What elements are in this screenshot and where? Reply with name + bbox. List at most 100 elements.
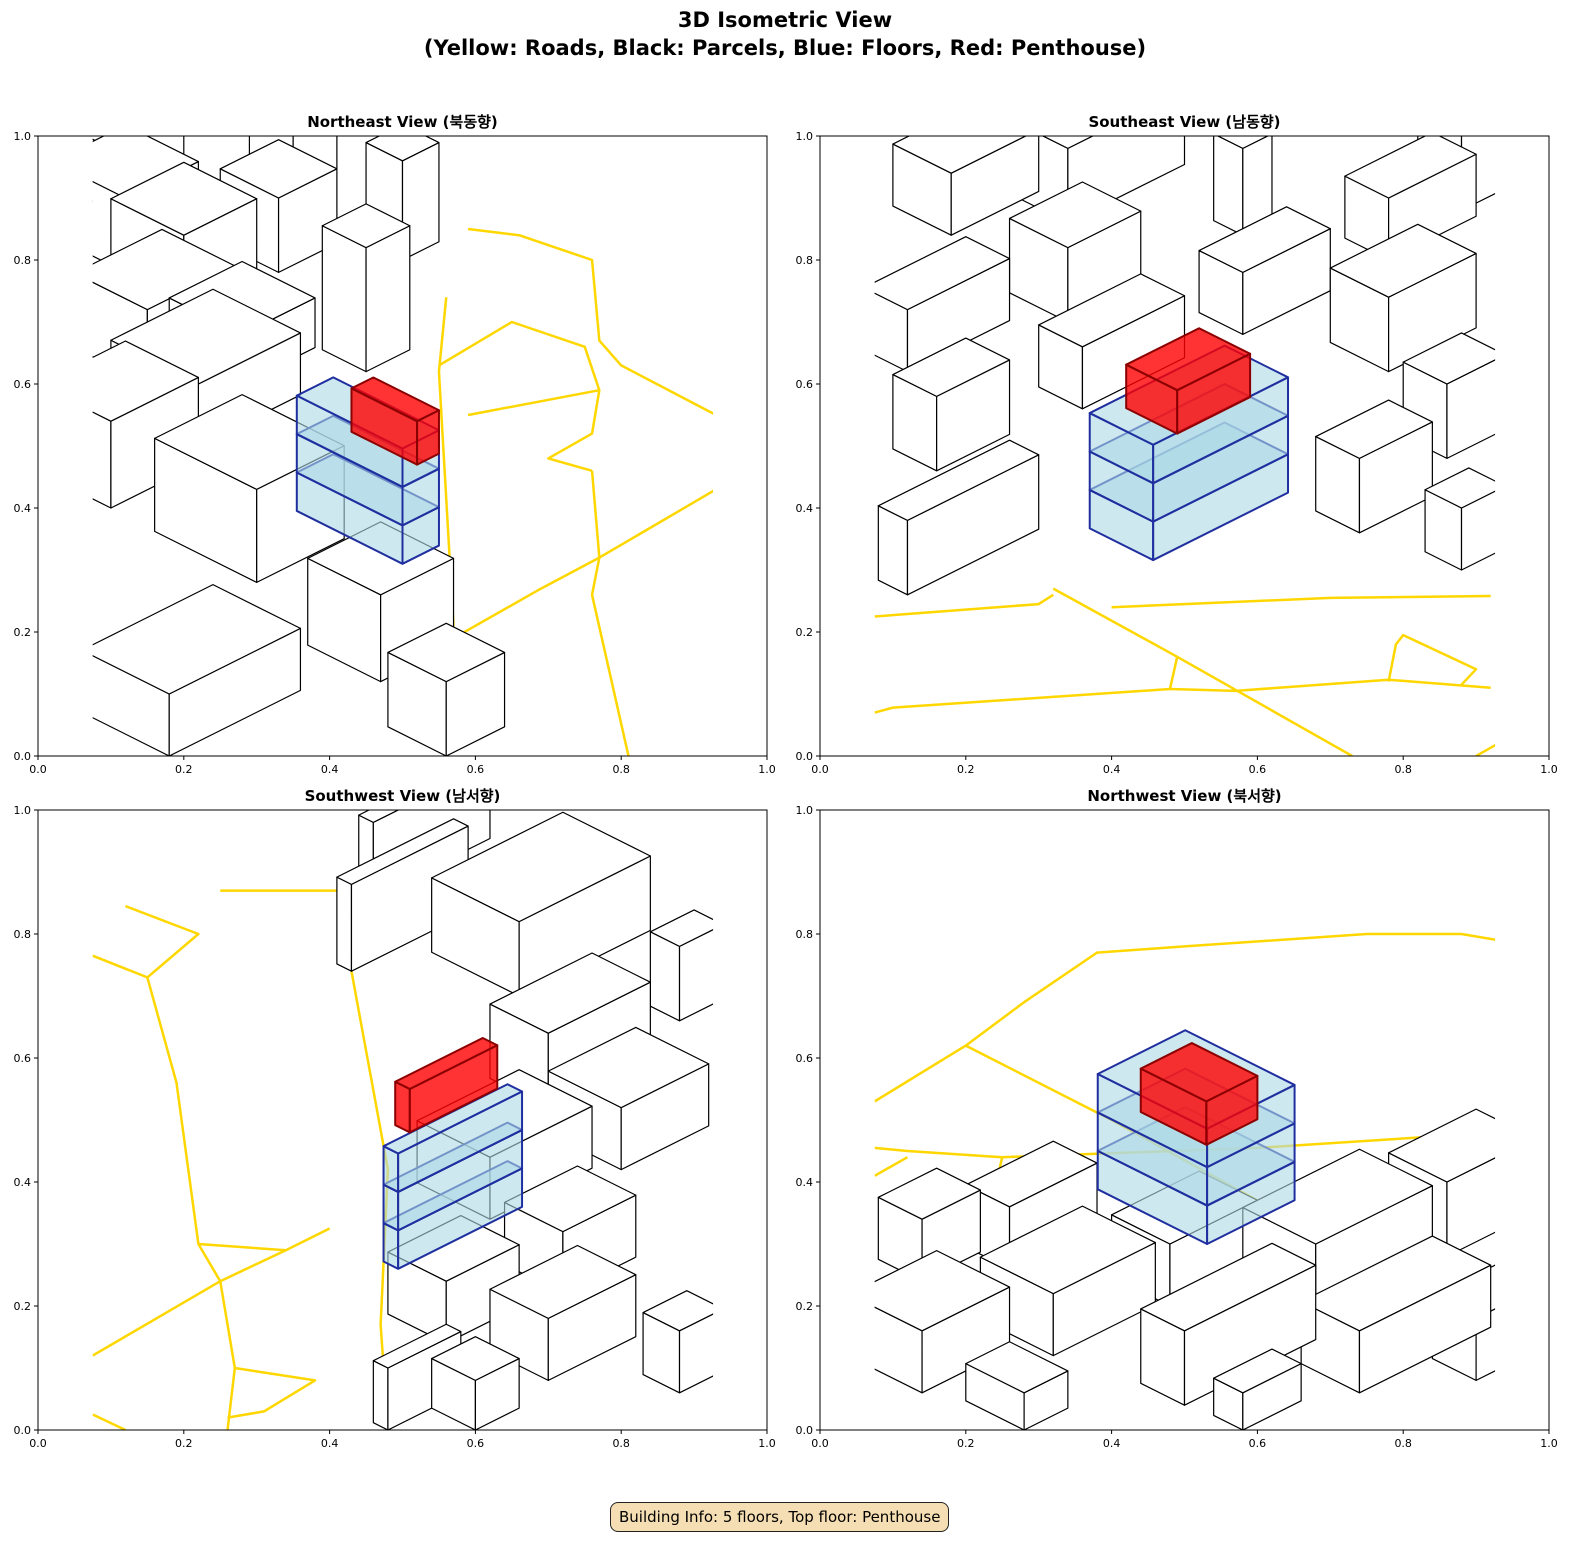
x-tick-label: 1.0 bbox=[1540, 763, 1558, 776]
parcel-building bbox=[92, 584, 302, 756]
x-tick-label: 0.8 bbox=[612, 763, 630, 776]
parcel-building bbox=[1402, 332, 1496, 459]
plot-area bbox=[92, 136, 714, 756]
x-tick-label: 0.2 bbox=[175, 763, 193, 776]
panel-title: Northeast View (북동향) bbox=[307, 113, 498, 131]
road-line bbox=[874, 678, 1491, 714]
y-tick-label: 1.0 bbox=[14, 130, 32, 143]
y-tick-label: 0.8 bbox=[796, 928, 814, 941]
x-tick-label: 0.0 bbox=[29, 763, 47, 776]
parcel-building bbox=[874, 1250, 1011, 1394]
y-tick-label: 0.4 bbox=[796, 502, 814, 515]
figure-title-line1: 3D Isometric View bbox=[678, 8, 892, 32]
parcel-building bbox=[1198, 206, 1331, 335]
parcel-building bbox=[1300, 1235, 1492, 1394]
parcel-building bbox=[387, 622, 506, 756]
y-tick-label: 0.6 bbox=[14, 378, 32, 391]
road-line bbox=[92, 954, 237, 1430]
x-tick-label: 0.0 bbox=[811, 1437, 829, 1450]
figure-title-line2: (Yellow: Roads, Black: Parcels, Blue: Fl… bbox=[424, 36, 1146, 60]
road-line bbox=[874, 932, 1496, 1103]
road-line bbox=[1111, 594, 1491, 609]
y-tick-label: 0.8 bbox=[14, 254, 32, 267]
road-line bbox=[467, 227, 714, 415]
y-tick-label: 0.2 bbox=[796, 626, 814, 639]
x-tick-label: 1.0 bbox=[758, 763, 776, 776]
x-tick-label: 0.4 bbox=[321, 1437, 339, 1450]
penthouse bbox=[1139, 1042, 1259, 1146]
parcel-building bbox=[336, 818, 469, 972]
road-line bbox=[467, 388, 600, 417]
northwest-view-panel: Northwest View (북서향) 0.0 0.2 0.4 0.6 0.8 1.0 0.… bbox=[796, 787, 1558, 1450]
x-tick-label: 0.6 bbox=[467, 1437, 485, 1450]
parcel-building bbox=[642, 1290, 714, 1394]
x-tick-label: 0.2 bbox=[957, 763, 975, 776]
panel-title: Northwest View (북서향) bbox=[1087, 787, 1281, 805]
y-tick-label: 0.2 bbox=[14, 626, 32, 639]
y-tick-label: 0.2 bbox=[796, 1300, 814, 1313]
parcel-building bbox=[1315, 399, 1433, 534]
plot-area bbox=[92, 810, 714, 1430]
building-floor bbox=[382, 1083, 524, 1193]
road-line bbox=[227, 1366, 317, 1419]
road-line bbox=[1475, 743, 1496, 756]
x-tick-label: 0.6 bbox=[1249, 763, 1267, 776]
y-tick-label: 0.4 bbox=[14, 1176, 32, 1189]
x-tick-label: 0.8 bbox=[1394, 1437, 1412, 1450]
x-tick-label: 0.2 bbox=[957, 1437, 975, 1450]
y-tick-label: 0.0 bbox=[796, 750, 814, 763]
road-line bbox=[92, 1227, 331, 1357]
axes-frame bbox=[37, 809, 768, 1431]
parcel-building bbox=[965, 1341, 1069, 1430]
y-tick-label: 0.6 bbox=[796, 378, 814, 391]
y-tick-label: 0.8 bbox=[14, 928, 32, 941]
x-tick-label: 1.0 bbox=[1540, 1437, 1558, 1450]
x-tick-label: 0.8 bbox=[1394, 763, 1412, 776]
axes-frame bbox=[37, 135, 768, 757]
x-tick-label: 0.8 bbox=[612, 1437, 630, 1450]
road-line bbox=[1052, 587, 1353, 756]
y-tick-label: 0.8 bbox=[796, 254, 814, 267]
road-line bbox=[198, 1242, 286, 1252]
parcel-building bbox=[431, 811, 651, 997]
y-tick-label: 1.0 bbox=[796, 804, 814, 817]
parcel-building bbox=[649, 909, 714, 1022]
northeast-view-panel: Northeast View (북동향) 0.0 0.2 0.4 0.6 0.8 1.0 0.… bbox=[14, 113, 776, 776]
road-line bbox=[1387, 633, 1478, 686]
parcel-building bbox=[892, 337, 1011, 472]
x-tick-label: 0.0 bbox=[29, 1437, 47, 1450]
parcel-building bbox=[1329, 223, 1477, 373]
plot-area bbox=[874, 932, 1496, 1430]
road-line bbox=[431, 489, 714, 652]
axes-frame bbox=[819, 809, 1550, 1431]
y-tick-label: 0.6 bbox=[14, 1052, 32, 1065]
parcel-building bbox=[431, 1336, 520, 1430]
x-tick-label: 0.4 bbox=[1103, 1437, 1121, 1450]
axes-frame bbox=[819, 135, 1550, 757]
parcel-building bbox=[1213, 136, 1273, 236]
y-tick-label: 0.0 bbox=[14, 1424, 32, 1437]
building-info-box: Building Info: 5 floors, Top floor: Pent… bbox=[610, 1502, 950, 1532]
road-line bbox=[874, 1156, 909, 1177]
parcel-building bbox=[1038, 273, 1186, 410]
road-line bbox=[874, 593, 1054, 618]
x-tick-label: 0.4 bbox=[321, 763, 339, 776]
y-tick-label: 0.4 bbox=[796, 1176, 814, 1189]
y-tick-label: 0.6 bbox=[796, 1052, 814, 1065]
road-line bbox=[220, 889, 390, 1430]
penthouse bbox=[394, 1036, 499, 1134]
x-tick-label: 0.0 bbox=[811, 763, 829, 776]
y-tick-label: 0.4 bbox=[14, 502, 32, 515]
road-line bbox=[437, 297, 455, 626]
parcel-building bbox=[321, 203, 411, 373]
x-tick-label: 0.4 bbox=[1103, 763, 1121, 776]
y-tick-label: 1.0 bbox=[14, 804, 32, 817]
penthouse bbox=[1125, 327, 1252, 435]
parcel-building bbox=[892, 136, 1040, 236]
road-line bbox=[92, 1413, 127, 1430]
y-tick-label: 0.0 bbox=[14, 750, 32, 763]
penthouse bbox=[350, 376, 440, 466]
x-tick-label: 1.0 bbox=[758, 1437, 776, 1450]
x-tick-label: 0.6 bbox=[467, 763, 485, 776]
